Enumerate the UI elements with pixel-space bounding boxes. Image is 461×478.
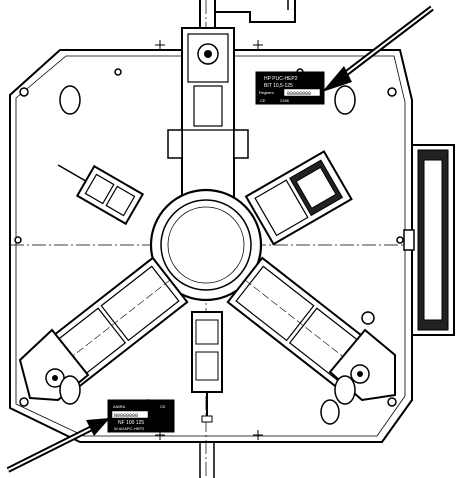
arrow-bottom-left <box>6 418 110 473</box>
plate-top-serial: 00000000 <box>287 91 311 97</box>
plate-bottom-serial: N0000000 <box>114 413 138 419</box>
plate-top-code: 2166 <box>280 98 290 103</box>
machine-body-inner-outline <box>15 55 406 437</box>
arm-top <box>167 27 249 209</box>
plate-bottom-ce: CE <box>160 404 166 409</box>
arrow-top-right <box>322 5 434 92</box>
actuator-left <box>57 164 145 226</box>
bottom-center-stem <box>199 442 215 478</box>
plate-bottom-line1: NF 100 125 <box>118 420 144 426</box>
crosshair-marks <box>155 40 263 440</box>
plate-top-line1: HP PUC-HEP2 <box>264 76 298 82</box>
top-lever <box>199 0 296 31</box>
side-bearing-block <box>403 144 455 336</box>
central-hub <box>149 188 263 302</box>
plate-top-line2: BIT 10,5-125 <box>264 83 293 89</box>
plate-bottom-line2: W ADAPC-HEP2 <box>114 426 145 431</box>
plate-bottom-brand: ANIRA <box>113 404 126 409</box>
nameplate-top: HP PUC-HEP2 BIT 10,5-125 Registro 000000… <box>255 71 325 105</box>
bottom-slider <box>191 311 223 423</box>
plate-top-serial-label: Registro <box>259 90 275 95</box>
nameplate-bottom: ANIRA CE N0000000 NF 100 125 W ADAPC-HEP… <box>107 399 175 433</box>
plate-top-ce: CE <box>260 98 266 103</box>
actuator-upper-right <box>244 150 353 246</box>
